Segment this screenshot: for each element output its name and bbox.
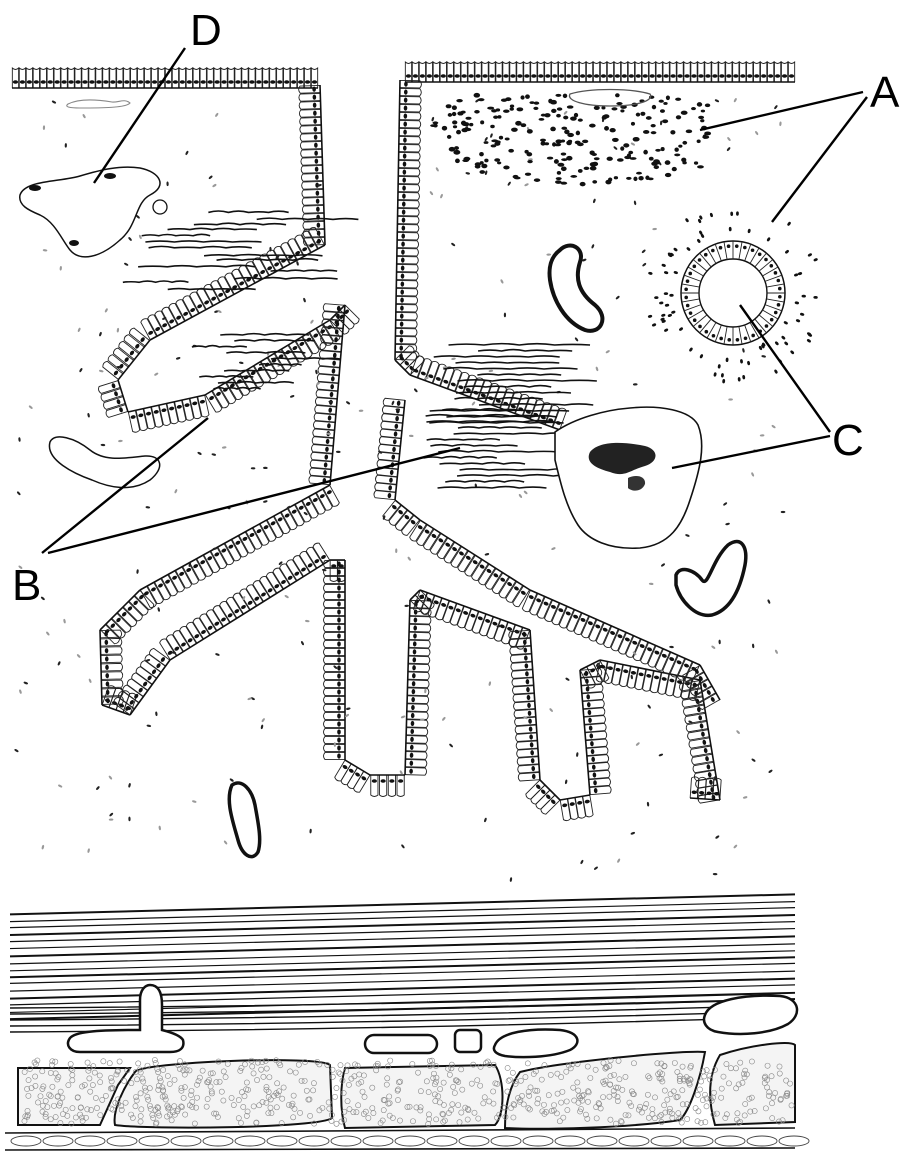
vessel-oval-1 — [365, 1035, 437, 1053]
vessel-lower — [229, 783, 259, 857]
vessel-curved — [549, 246, 602, 331]
label-d: D — [190, 6, 222, 55]
mucosa-region — [12, 62, 818, 882]
small-vessel-top — [67, 100, 130, 108]
leader-d — [94, 48, 185, 183]
vessel-square — [455, 1030, 481, 1052]
connective-fibers — [123, 211, 597, 488]
leader-c-1 — [740, 305, 830, 432]
vessel-oval-2 — [494, 1030, 578, 1058]
round-gland-c — [648, 211, 819, 383]
small-vessel — [153, 200, 167, 214]
lymphoid-cluster — [430, 93, 711, 186]
vessel-d — [20, 167, 160, 257]
serosa-layer — [5, 1128, 809, 1150]
leader-a-2 — [772, 97, 867, 222]
label-a: A — [870, 68, 900, 117]
gland-with-debris — [555, 407, 702, 548]
vessel-in-cluster — [569, 90, 650, 107]
muscle-layer — [10, 894, 795, 1032]
label-c: C — [832, 416, 864, 465]
surface-epithelium-right — [405, 62, 795, 82]
label-b: B — [12, 561, 41, 610]
vessel-v — [676, 542, 746, 616]
leader-a-1 — [700, 92, 863, 130]
adipose-tissue — [18, 1043, 795, 1129]
